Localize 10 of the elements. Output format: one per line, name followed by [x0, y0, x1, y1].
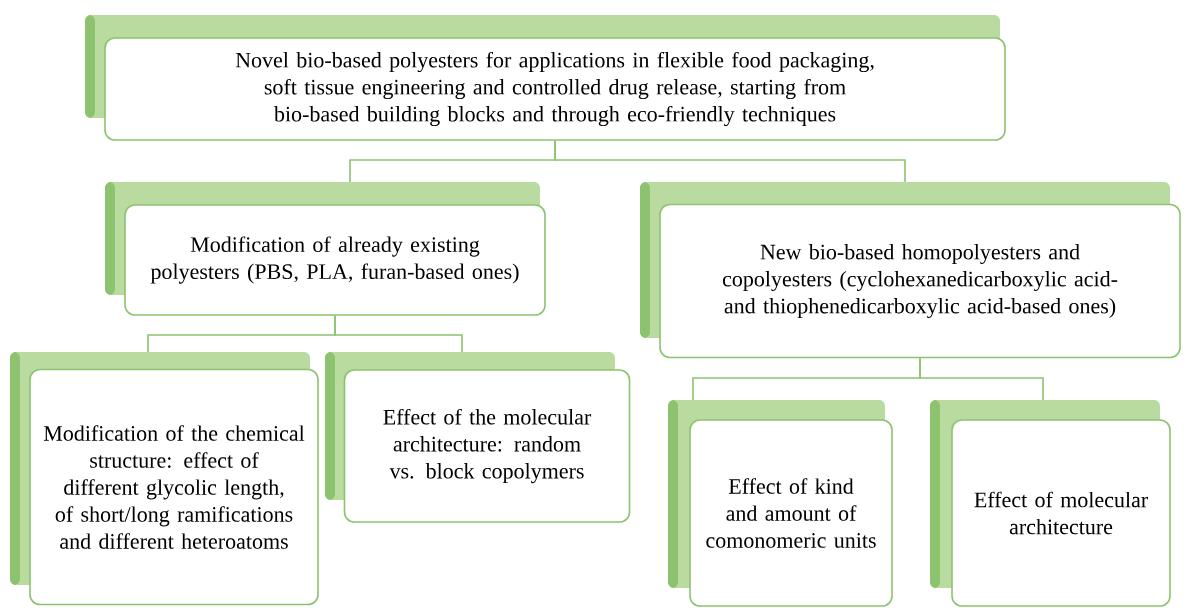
node-box: Modification of the chemical structure: effect of different glycolic length, of short/long ramifications and different heteroatoms [10, 352, 319, 606]
connector-line [554, 140, 906, 183]
connector-line [919, 357, 1044, 401]
node-box: Effect of molecular architecture [930, 400, 1171, 607]
node-box: New bio-based homopolyesters and copolyesters (cyclohexanedicarboxylic acid- and thiophenedicarboxylic acid-based ones) [640, 182, 1181, 359]
connector-line [334, 315, 463, 353]
node-box: Modification of already existing polyesters (PBS, PLA, furan-based ones) [105, 182, 546, 316]
node-box: Effect of the molecular architecture: random vs. block copolymers [325, 352, 631, 523]
node-box: Effect of kind and amount of comonomeric units [668, 400, 893, 607]
node-box: Novel bio-based polyesters for applications in flexible food packaging, soft tissue engineering and controlled drug release, starting from bio-based building blocks and through eco-friendly techniques [85, 15, 1006, 141]
